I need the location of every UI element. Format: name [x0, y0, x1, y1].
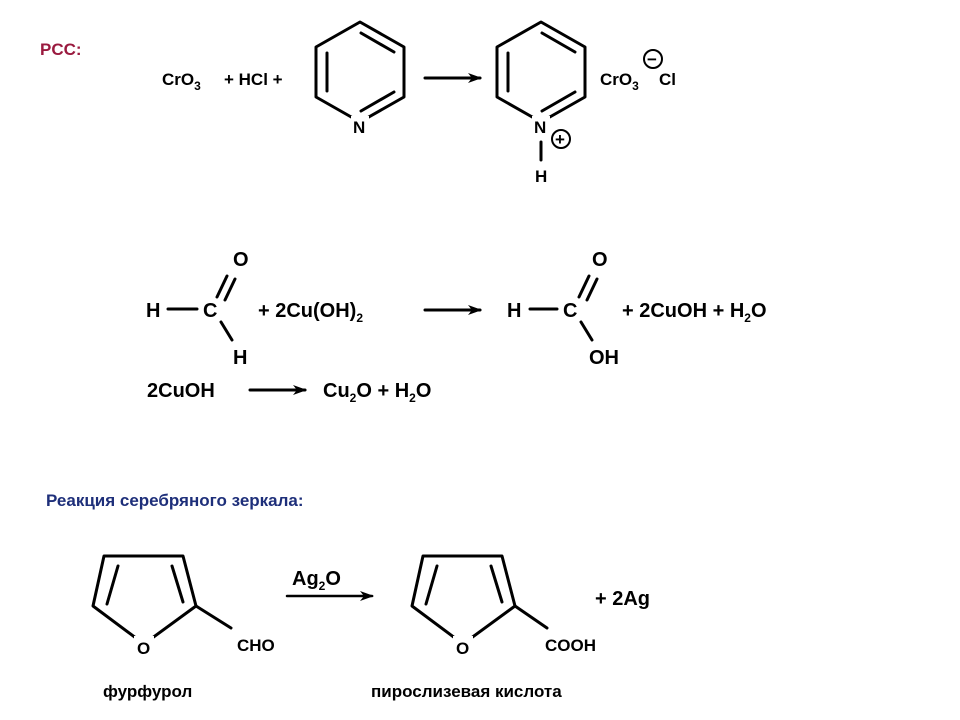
formic-o: O	[592, 249, 608, 271]
minus-charge: −	[647, 50, 657, 69]
pyridine-structure: N	[314, 20, 406, 137]
furfural-structure: O	[91, 554, 233, 658]
reagent-cro3: CrO3	[162, 70, 201, 93]
formic-h: H	[507, 300, 521, 322]
formaldehyde-h-left: H	[146, 300, 160, 322]
furoic-oxygen: O	[456, 639, 469, 658]
formaldehyde-structure: H C O H	[146, 249, 249, 369]
furfural-oxygen: O	[137, 639, 150, 658]
furoic-cooh: COOH	[545, 636, 596, 655]
formic-oh: OH	[589, 347, 619, 369]
cu2o-products: Cu2O + H2O	[323, 380, 431, 405]
formaldehyde-o: O	[233, 249, 249, 271]
plus-charge: +	[555, 130, 565, 149]
silver-product: + 2Ag	[595, 588, 650, 610]
reagent-hcl: + HCl +	[224, 70, 283, 89]
reagent-cuoh2: + 2Cu(OH)2	[258, 300, 363, 325]
formaldehyde-h-bottom: H	[233, 347, 247, 369]
pyridine-nitrogen: N	[353, 118, 365, 137]
products-cuoh-water: + 2CuOH + H2O	[622, 300, 767, 325]
formic-c: C	[563, 300, 577, 322]
pyridinium-nitrogen: N	[534, 118, 546, 137]
furfural-name: фурфурол	[103, 682, 192, 701]
furfural-cho: CHO	[237, 636, 275, 655]
reagent-ag2o: Ag2O	[292, 568, 341, 593]
anion-cro3: CrO3	[600, 70, 639, 93]
formic-acid-structure: H C O OH	[507, 249, 619, 369]
pyridinium-structure: N H +	[495, 20, 587, 186]
silver-mirror-heading: Реакция серебряного зеркала:	[46, 491, 304, 510]
furoic-acid-name: пирослизевая кислота	[371, 682, 562, 701]
cuoh-reactant: 2CuOH	[147, 380, 215, 402]
pcc-heading: PCC:	[40, 40, 82, 59]
furoic-acid-structure: O	[410, 554, 549, 658]
formaldehyde-c: C	[203, 300, 217, 322]
anion-cl: Cl	[659, 70, 676, 89]
pyridinium-hydrogen: H	[535, 167, 547, 186]
